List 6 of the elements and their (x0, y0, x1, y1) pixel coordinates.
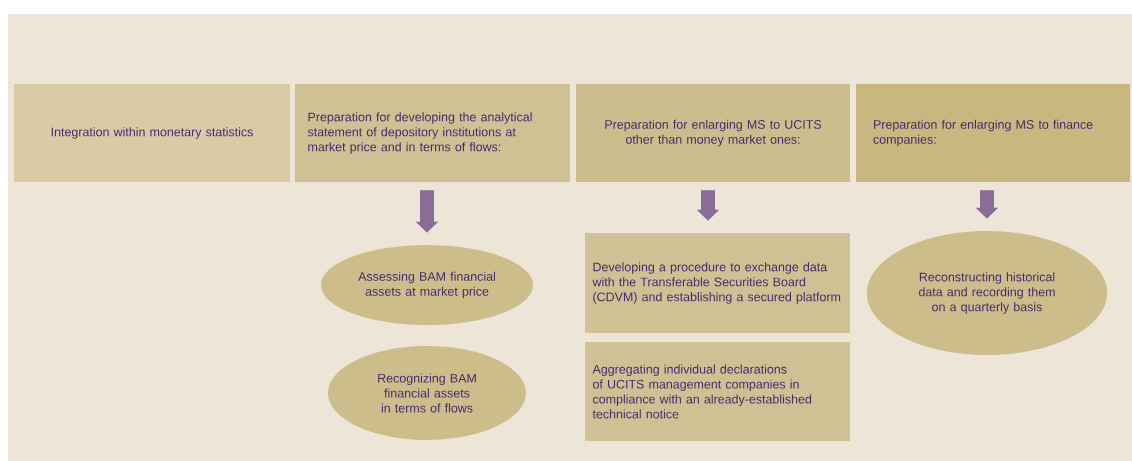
text-box: Preparation for enlarging MS to finance companies: (856, 84, 1130, 182)
text-box: Preparation for developing the analytical statement of depository institutions at market price and in terms of flows: (295, 84, 570, 182)
text-box: Integration within monetary statistics (14, 84, 290, 182)
text-box: Aggregating individual declarations of UCITS management companies in compliance with an already-established technical notice (585, 342, 850, 441)
text-box: Developing a procedure to exchange data with the Transferable Securities Board (CDVM) and establishing a secured platform (585, 233, 850, 333)
text-box: Preparation for enlarging MS to UCITS other than money market ones: (576, 84, 850, 182)
